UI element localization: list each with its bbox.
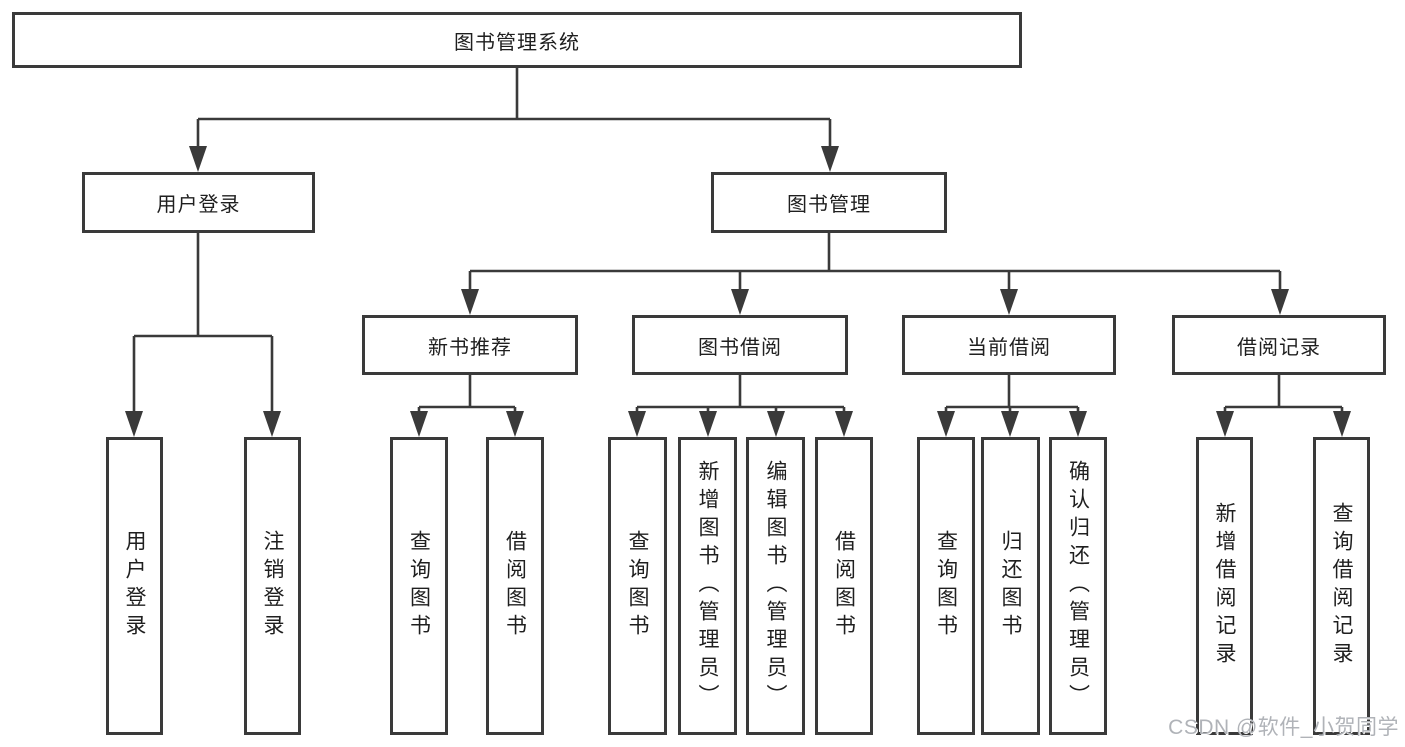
leaf-edit-books-admin: 编辑图书（管理员） <box>746 437 805 735</box>
connector-user-login-split <box>125 233 281 437</box>
connector-borrowing-records-split <box>1216 375 1351 437</box>
node-borrowing-records: 借阅记录 <box>1172 315 1386 375</box>
leaf-borrow-books-recommendation: 借阅图书 <box>486 437 544 735</box>
node-label: 用户登录 <box>123 530 146 642</box>
node-label: 注销登录 <box>261 530 284 642</box>
leaf-user-login: 用户登录 <box>106 437 163 735</box>
node-label: 查询借阅记录 <box>1330 502 1353 670</box>
node-label: 归还图书 <box>999 530 1022 642</box>
node-label: 查询图书 <box>407 530 431 642</box>
connector-book-borrowing-split <box>628 375 853 437</box>
node-label: 查询图书 <box>626 530 649 642</box>
leaf-add-borrow-record: 新增借阅记录 <box>1196 437 1253 735</box>
leaf-borrow-books-borrowing: 借阅图书 <box>815 437 873 735</box>
node-book-management: 图书管理 <box>711 172 947 233</box>
node-label: 确认归还（管理员） <box>1066 460 1090 712</box>
node-label: 查询图书 <box>934 530 958 642</box>
node-label: 编辑图书（管理员） <box>764 460 787 712</box>
node-label: 借阅记录 <box>1237 336 1321 359</box>
node-label: 新增借阅记录 <box>1213 502 1236 670</box>
node-current-borrowing: 当前借阅 <box>902 315 1116 375</box>
node-label: 图书借阅 <box>698 336 782 359</box>
watermark-text: CSDN @软件_小贺同学 <box>1168 716 1399 739</box>
node-new-book-recommendation: 新书推荐 <box>362 315 578 375</box>
leaf-confirm-return-admin: 确认归还（管理员） <box>1049 437 1107 735</box>
connector-new-book-recommendation-split <box>410 375 524 437</box>
node-book-borrowing: 图书借阅 <box>632 315 848 375</box>
node-user-login: 用户登录 <box>82 172 315 233</box>
node-label: 图书管理 <box>787 194 871 216</box>
node-label: 图书管理系统 <box>454 31 580 54</box>
connector-current-borrowing-split <box>937 375 1087 437</box>
connector-root-split <box>189 68 839 172</box>
node-label: 用户登录 <box>156 194 241 216</box>
leaf-logout: 注销登录 <box>244 437 301 735</box>
node-label: 新增图书（管理员） <box>696 460 719 712</box>
leaf-query-books-recommendation: 查询图书 <box>390 437 448 735</box>
connector-book-management-split <box>461 233 1289 315</box>
leaf-query-books-borrowing: 查询图书 <box>608 437 667 735</box>
leaf-return-books: 归还图书 <box>981 437 1040 735</box>
leaf-query-borrow-record: 查询借阅记录 <box>1313 437 1370 735</box>
leaf-add-books-admin: 新增图书（管理员） <box>678 437 737 735</box>
node-label: 借阅图书 <box>503 530 527 642</box>
node-label: 借阅图书 <box>832 530 856 642</box>
node-label: 新书推荐 <box>428 336 512 359</box>
node-library-management-system: 图书管理系统 <box>12 12 1022 68</box>
node-label: 当前借阅 <box>967 336 1051 359</box>
leaf-query-books-current: 查询图书 <box>917 437 975 735</box>
